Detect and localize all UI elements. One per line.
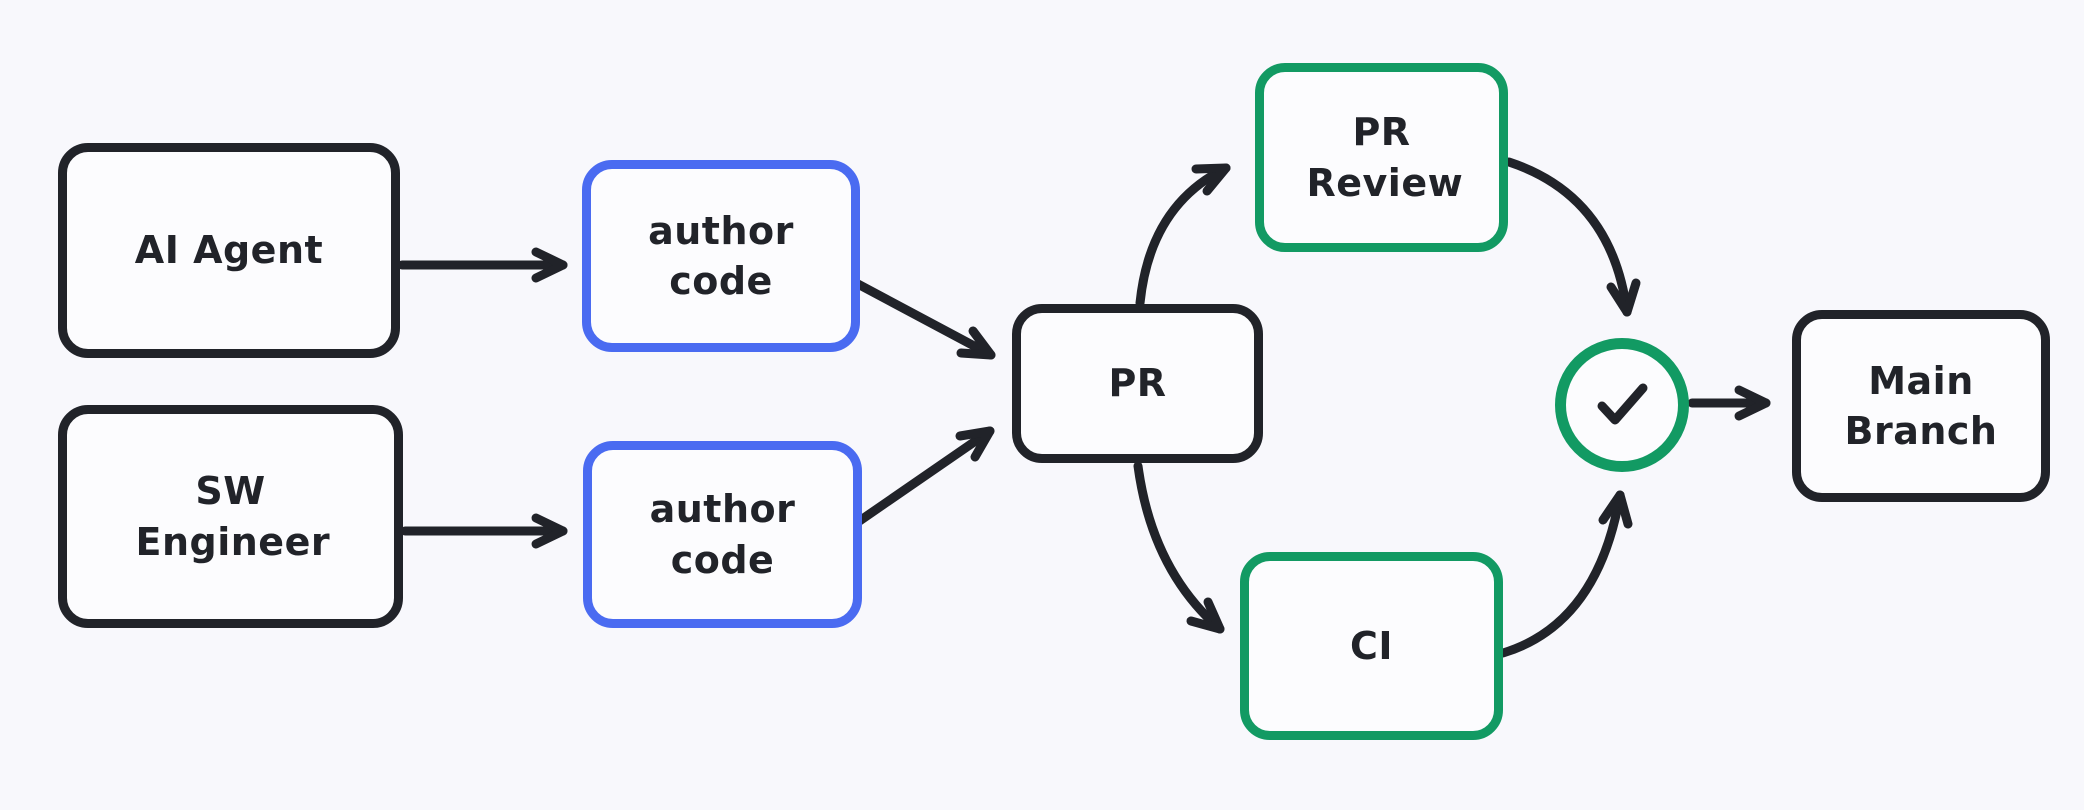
node-author-code-top[interactable]: author code (582, 160, 860, 352)
node-ai-agent[interactable]: AI Agent (58, 143, 400, 358)
node-main-branch-label: Main Branch (1844, 358, 1998, 453)
node-pr[interactable]: PR (1012, 304, 1263, 463)
edge-sw-engineer-to-author-code[interactable] (400, 513, 568, 549)
node-main-branch[interactable]: Main Branch (1792, 310, 2050, 502)
edge-pr-to-ci[interactable] (1133, 461, 1225, 634)
node-ai-agent-label: AI Agent (134, 228, 324, 273)
edge-ai-agent-to-author-code[interactable] (397, 247, 568, 283)
node-ci[interactable]: CI (1240, 552, 1503, 740)
edge-ci-to-approval[interactable] (1498, 490, 1633, 658)
edge-author-code-top-to-pr[interactable] (851, 278, 996, 360)
node-ci-label: CI (1349, 623, 1394, 668)
edge-pr-to-pr-review[interactable] (1135, 163, 1231, 308)
node-sw-engineer-label: SW Engineer (135, 469, 331, 564)
node-author-code-bottom-label: author code (649, 487, 796, 582)
node-sw-engineer[interactable]: SW Engineer (58, 405, 403, 628)
edge-author-code-bottom-to-pr[interactable] (853, 426, 995, 527)
check-icon (1597, 383, 1648, 425)
node-pr-review-label: PR Review (1306, 110, 1464, 205)
node-approval-check[interactable] (1555, 338, 1689, 472)
node-pr-review[interactable]: PR Review (1255, 63, 1508, 252)
edge-approval-to-main-branch[interactable] (1687, 385, 1771, 421)
node-author-code-top-label: author code (648, 208, 794, 303)
edge-pr-review-to-approval[interactable] (1504, 157, 1641, 317)
node-pr-label: PR (1108, 361, 1167, 406)
node-author-code-bottom[interactable]: author code (583, 441, 862, 628)
